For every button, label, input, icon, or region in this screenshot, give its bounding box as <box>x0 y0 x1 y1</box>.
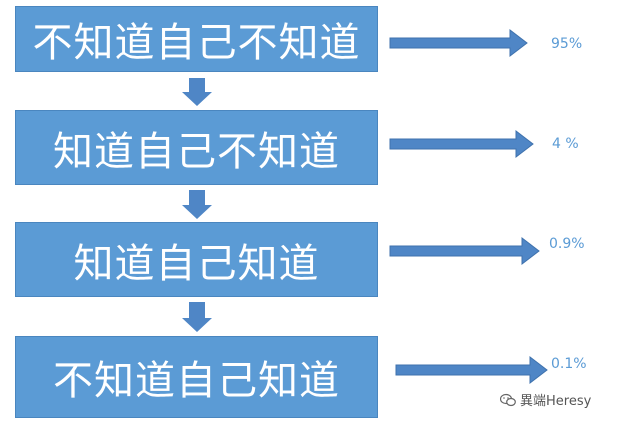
down-arrow-1 <box>182 78 212 106</box>
down-arrow-3 <box>182 302 212 332</box>
percent-4: 0.1% <box>551 356 587 372</box>
right-arrow-4 <box>395 355 548 385</box>
step-label-2: 知道自己不知道 <box>53 128 340 175</box>
watermark-text: 異端Heresy <box>520 394 592 409</box>
step-box-4: 不知道自己知道 <box>15 336 378 418</box>
percent-1: 95% <box>551 36 583 52</box>
percent-2: 4 % <box>552 136 579 152</box>
wechat-icon <box>500 393 516 406</box>
down-arrow-2 <box>182 190 212 219</box>
right-arrow-2 <box>389 129 534 159</box>
step-label-1: 不知道自己不知道 <box>32 20 361 66</box>
watermark: 異端Heresy <box>500 390 591 409</box>
step-label-3: 知道自己知道 <box>73 240 320 287</box>
step-box-3: 知道自己知道 <box>15 222 378 297</box>
step-box-1: 不知道自己不知道 <box>15 6 378 72</box>
right-arrow-1 <box>389 28 528 58</box>
step-box-2: 知道自己不知道 <box>15 110 378 185</box>
right-arrow-3 <box>389 236 540 266</box>
percent-3: 0.9% <box>549 236 585 252</box>
step-label-4: 不知道自己知道 <box>53 358 340 404</box>
